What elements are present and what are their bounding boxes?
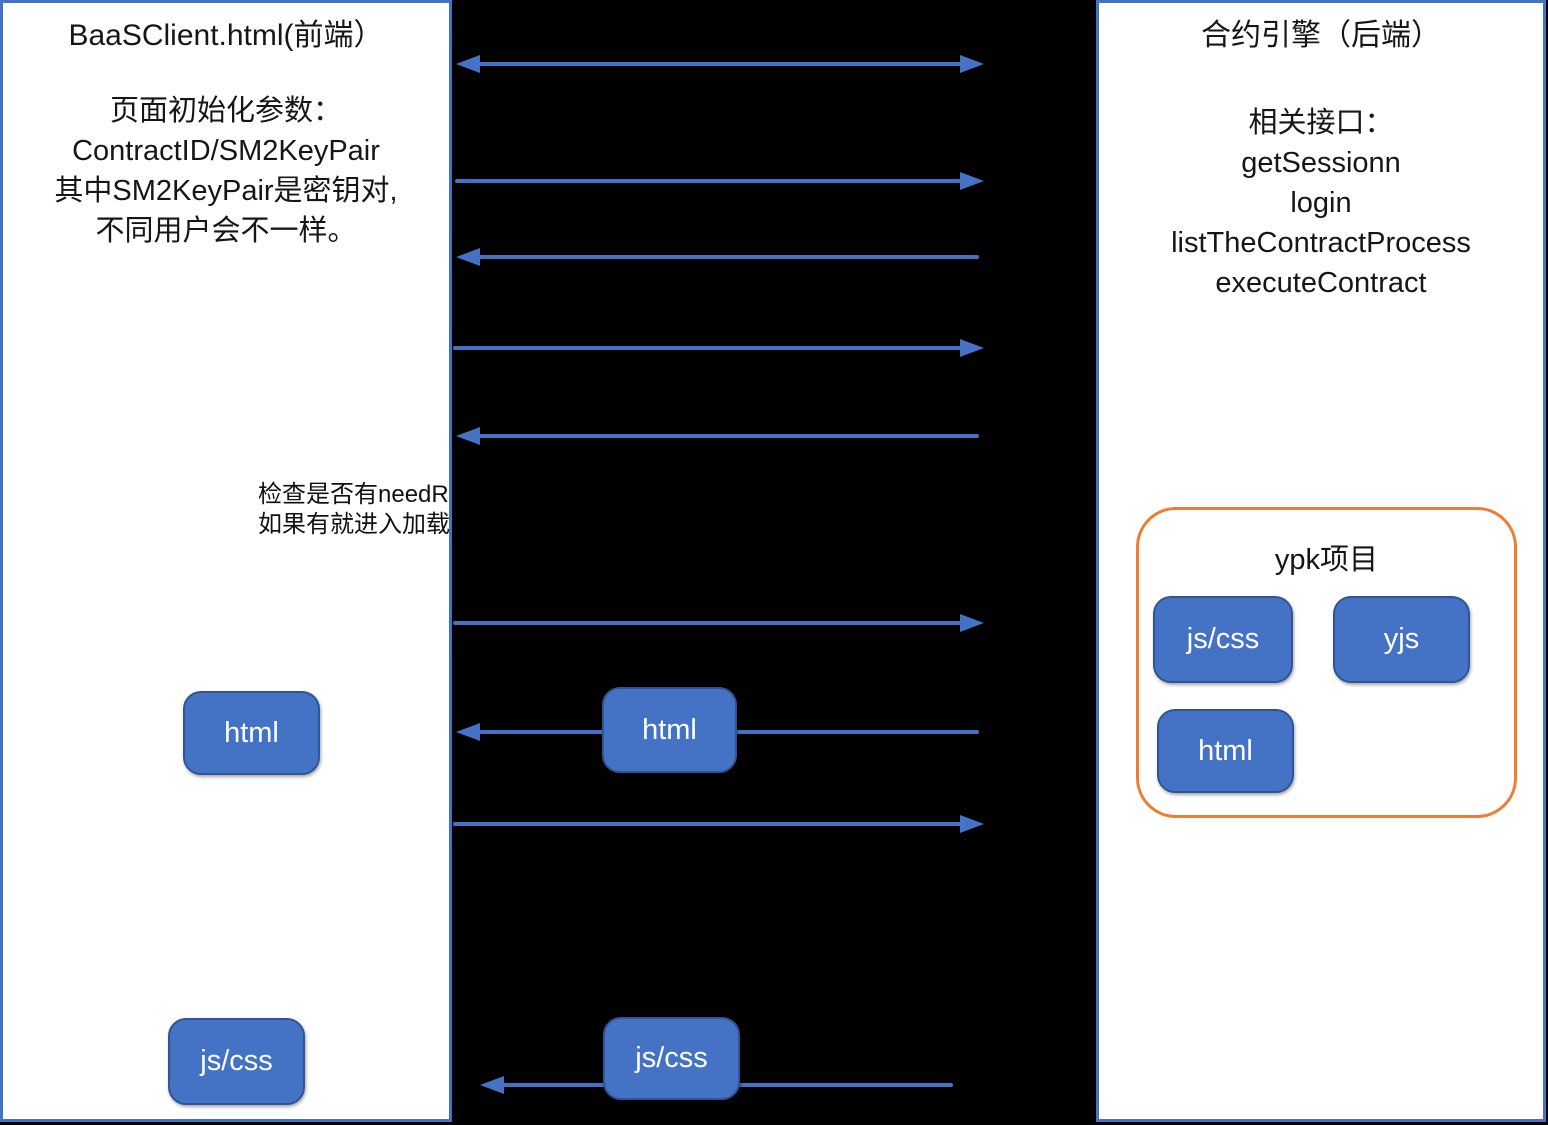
transfer-html-box: html (602, 687, 737, 773)
ypk-html-box-label: html (1198, 734, 1253, 767)
frontend-html-box: html (183, 691, 320, 775)
frontend-description: 页面初始化参数： ContractID/SM2KeyPair 其中SM2KeyP… (3, 91, 449, 251)
backend-api-heading: 相关接口： (1248, 107, 1394, 139)
backend-panel: 合约引擎（后端） 相关接口： getSessionn login listThe… (1096, 0, 1546, 1122)
frontend-description-line: 其中SM2KeyPair是密钥对, (54, 175, 398, 207)
frontend-description-line: ContractID/SM2KeyPair (72, 135, 380, 167)
backend-api-line: login (1290, 187, 1352, 219)
ypk-project-title: ypk项目 (1274, 544, 1379, 576)
ypk-yjs-box-label: yjs (1383, 623, 1420, 655)
refresh-check-note: 检查是否有needR 如果有就进入加载 (258, 480, 450, 540)
transfer-jscss-box: js/css (603, 1017, 740, 1100)
backend-api-list: 相关接口： getSessionn login listTheContractP… (1099, 103, 1543, 303)
frontend-panel-title: BaaSClient.html(前端） (68, 19, 384, 52)
ypk-project-container: ypk项目 js/css yjs html (1136, 507, 1517, 818)
frontend-description-line: 页面初始化参数： (109, 95, 342, 127)
refresh-check-note-line: 如果有就进入加载 (258, 511, 450, 538)
ypk-jscss-box: js/css (1153, 596, 1293, 683)
ypk-yjs-box: yjs (1333, 596, 1470, 683)
backend-api-line: executeContract (1215, 267, 1427, 299)
backend-api-line: listTheContractProcess (1171, 227, 1471, 259)
backend-api-line: getSessionn (1241, 147, 1401, 179)
frontend-jscss-box: js/css (168, 1018, 305, 1105)
frontend-html-box-label: html (224, 716, 279, 749)
frontend-jscss-box-label: js/css (200, 1045, 273, 1077)
refresh-check-note-line: 检查是否有needR (258, 481, 449, 508)
frontend-description-line: 不同用户会不一样。 (95, 215, 357, 247)
transfer-jscss-box-label: js/css (635, 1042, 708, 1074)
frontend-panel: BaaSClient.html(前端） 页面初始化参数： ContractID/… (0, 0, 452, 1122)
backend-panel-title: 合约引擎（后端） (1201, 19, 1441, 52)
ypk-jscss-box-label: js/css (1186, 623, 1260, 655)
ypk-html-box: html (1157, 709, 1294, 793)
transfer-html-box-label: html (642, 713, 697, 746)
